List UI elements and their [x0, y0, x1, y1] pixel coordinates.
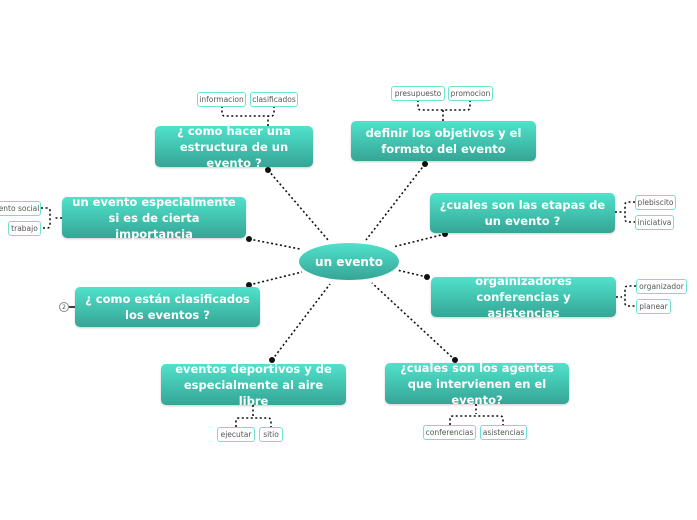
- topic-deportivos[interactable]: eventos deportivos y de especialmente al…: [161, 362, 346, 408]
- leaf-evento-social[interactable]: evento social: [0, 201, 41, 216]
- central-topic[interactable]: un evento: [299, 243, 399, 280]
- topic-organizadores[interactable]: orgainizadores conferencias y asistencia…: [431, 274, 616, 320]
- topic-objetivos[interactable]: definir los objetivos y el formato del e…: [351, 121, 536, 161]
- leaf-plebiscito[interactable]: plebiscito: [635, 195, 676, 210]
- leaf-asistencias[interactable]: asistencias: [480, 425, 527, 440]
- leaf-planear[interactable]: planear: [636, 299, 671, 314]
- leaf-clasificados[interactable]: clasificados: [250, 92, 298, 107]
- leaf-presupuesto[interactable]: presupuesto: [391, 86, 445, 101]
- topic-importancia[interactable]: un evento especialmente si es de cierta …: [62, 195, 246, 241]
- leaf-iniciativa[interactable]: iniciativa: [635, 215, 674, 230]
- topic-agentes[interactable]: ¿cuales son los agentes que intervienen …: [385, 361, 569, 407]
- leaf-ejecutar[interactable]: ejecutar: [217, 427, 255, 442]
- topic-estructura[interactable]: ¿ como hacer una estructura de un evento…: [155, 124, 313, 170]
- collapsed-children-badge[interactable]: 2: [59, 302, 69, 312]
- leaf-trabajo[interactable]: trabajo: [8, 221, 41, 236]
- leaf-sitio[interactable]: sitio: [259, 427, 283, 442]
- leaf-conferencias[interactable]: conferencias: [423, 425, 476, 440]
- leaf-promocion[interactable]: promocion: [448, 86, 493, 101]
- topic-clasificados[interactable]: ¿ como están clasificados los eventos ?: [75, 287, 260, 327]
- leaf-organizador[interactable]: organizador: [636, 279, 687, 294]
- topic-etapas[interactable]: ¿cuales son las etapas de un evento ?: [430, 193, 615, 233]
- leaf-informacion[interactable]: informacion: [197, 92, 246, 107]
